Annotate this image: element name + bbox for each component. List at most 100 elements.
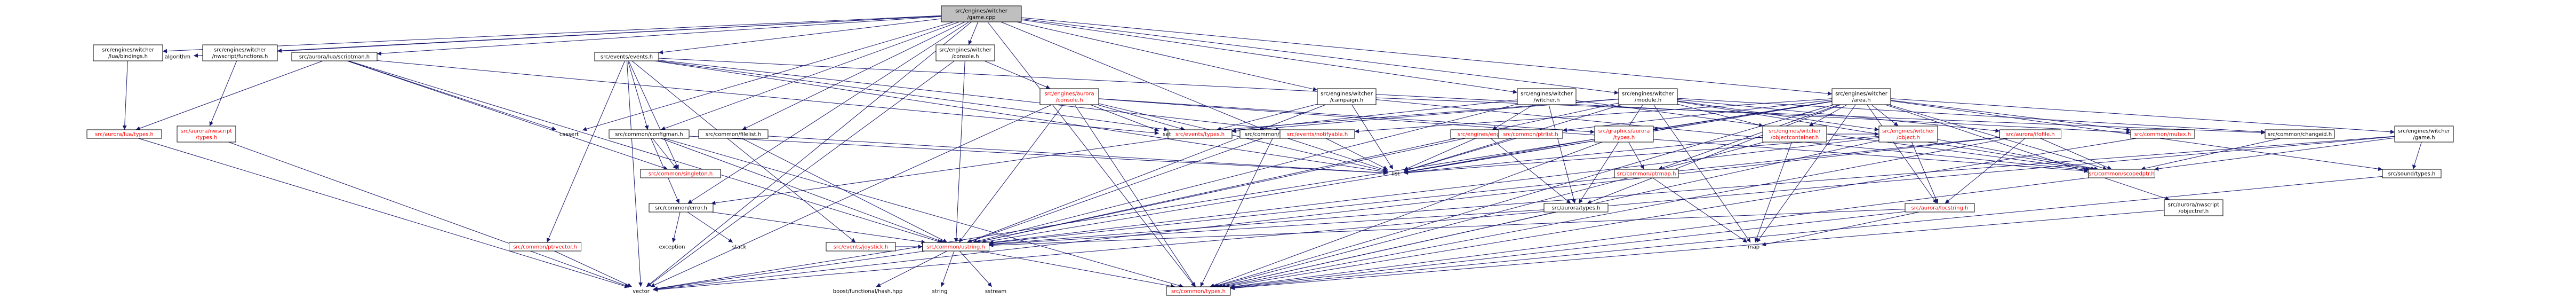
node-nwscript_functions[interactable]: src/engines/witcher/nwscript/functions.h bbox=[202, 44, 278, 61]
node-box bbox=[1543, 203, 1609, 213]
node-label: /campaign.h bbox=[1330, 98, 1363, 104]
node-nwscript_types[interactable]: src/aurora/nwscript/types.h bbox=[177, 125, 236, 143]
edge-game_cpp-to-area bbox=[1021, 17, 1833, 96]
edge-objectcontainer-to-list bbox=[1403, 137, 1763, 175]
node-locstring[interactable]: src/aurora/locstring.h bbox=[1905, 203, 1975, 213]
node-error[interactable]: src/common/error.h bbox=[649, 203, 714, 213]
node-box bbox=[86, 129, 162, 139]
edge-events-to-notifyable bbox=[658, 60, 1281, 132]
node-label: src/engines/aurora bbox=[1044, 91, 1094, 97]
edge-sound_types-to-common_types bbox=[1230, 176, 2383, 290]
edge-game_cpp-to-lua_bindings bbox=[162, 15, 942, 53]
node-box bbox=[1167, 129, 1233, 139]
edge-game_cpp-to-filepath bbox=[1001, 21, 1265, 130]
node-label: /area.h bbox=[1852, 98, 1870, 104]
edge-game_cpp-to-module bbox=[1021, 18, 1619, 95]
edge-objectref-to-common_types bbox=[1230, 210, 2165, 291]
node-ifofile[interactable]: src/aurora/ifofile.h bbox=[1999, 129, 2061, 139]
node-label: src/common/types.h bbox=[1171, 289, 1226, 295]
node-notifyable[interactable]: src/events/notifyable.h bbox=[1279, 129, 1355, 139]
edge-scriptman-to-lua_types bbox=[135, 60, 323, 130]
node-label: /module.h bbox=[1635, 98, 1661, 104]
node-objectref[interactable]: src/aurora/nwscript/objectref.h bbox=[2164, 199, 2223, 216]
edge-ustring-to-string bbox=[940, 250, 955, 287]
node-label: map bbox=[1748, 245, 1759, 250]
edge-filepath-to-list bbox=[1287, 138, 1388, 172]
node-box bbox=[1762, 125, 1827, 143]
edge-campaign-to-events_types bbox=[1217, 104, 1318, 131]
node-lua_bindings[interactable]: src/engines/witcher/lua/bindings.h bbox=[93, 44, 163, 61]
node-ustring[interactable]: src/common/ustring.h bbox=[922, 242, 989, 252]
edge-error-to-stack bbox=[687, 211, 733, 243]
node-label: src/common/singleton.h bbox=[649, 171, 713, 177]
node-module[interactable]: src/engines/witcher/module.h bbox=[1618, 88, 1678, 105]
node-label: src/common/scopedptr.h bbox=[2089, 171, 2155, 177]
node-filelist[interactable]: src/common/filelist.h bbox=[698, 129, 769, 139]
node-label: src/engines/witcher bbox=[955, 9, 1008, 14]
edge-module-to-map bbox=[1653, 104, 1751, 243]
edge-events-to-list bbox=[654, 60, 1388, 174]
node-cassert: cassert bbox=[559, 132, 579, 138]
edge-lua_bindings-to-lua_types bbox=[122, 60, 128, 130]
edge-filepath-to-common_types bbox=[1200, 138, 1273, 287]
node-ptrlist[interactable]: src/common/ptrlist.h bbox=[1498, 129, 1563, 139]
node-label: src/aurora/nwscript bbox=[181, 129, 233, 135]
node-witcher_h[interactable]: src/engines/witcher/witcher.h bbox=[1517, 88, 1577, 105]
node-box bbox=[935, 44, 995, 61]
node-label: src/engines/witcher bbox=[102, 48, 155, 53]
edge-module-to-changeid bbox=[1677, 98, 2266, 134]
edge-scopedptr-to-common_types bbox=[1230, 177, 2089, 289]
edge-game_cpp-to-console bbox=[968, 21, 979, 45]
node-game_cpp[interactable]: src/engines/witcher/game.cpp bbox=[941, 5, 1022, 22]
node-campaign[interactable]: src/engines/witcher/campaign.h bbox=[1317, 88, 1377, 105]
node-label: src/common/changeid.h bbox=[2268, 132, 2332, 138]
node-ptrvector[interactable]: src/common/ptrvector.h bbox=[509, 242, 581, 252]
node-singleton[interactable]: src/common/singleton.h bbox=[640, 169, 721, 178]
node-ptrmap[interactable]: src/common/ptrmap.h bbox=[1614, 169, 1679, 178]
node-string: string bbox=[932, 289, 948, 295]
node-events[interactable]: src/events/events.h bbox=[594, 52, 659, 61]
edge-game_h-to-vector bbox=[653, 136, 2395, 292]
node-object[interactable]: src/engines/witcher/object.h bbox=[1878, 125, 1938, 143]
edge-engine-to-ustring bbox=[975, 138, 1466, 244]
edge-ustring-to-vector bbox=[653, 250, 926, 291]
edge-events-to-vector bbox=[626, 60, 643, 287]
node-changeid[interactable]: src/common/changeid.h bbox=[2265, 129, 2335, 139]
node-common_types[interactable]: src/common/types.h bbox=[1166, 286, 1231, 296]
node-label: src/common/filepath.h bbox=[1245, 132, 1305, 138]
node-mutex[interactable]: src/common/mutex.h bbox=[2130, 129, 2195, 139]
node-label: src/common/ptrmap.h bbox=[1617, 171, 1676, 177]
node-label: /game.h bbox=[2413, 135, 2435, 141]
edge-configman-to-common_types bbox=[663, 138, 1184, 288]
node-scriptman[interactable]: src/aurora/lua/scriptman.h bbox=[291, 52, 378, 61]
node-graphics_types[interactable]: src/graphics/aurora/types.h bbox=[1594, 125, 1654, 143]
edge-objectcontainer-to-map bbox=[1754, 142, 1792, 243]
node-console[interactable]: src/engines/witcher/console.h bbox=[935, 44, 995, 61]
edge-object-to-scopedptr bbox=[1937, 139, 2099, 171]
node-joystick[interactable]: src/events/joystick.h bbox=[826, 242, 896, 252]
edge-game_cpp-to-scriptman bbox=[377, 16, 942, 56]
node-aurora_types[interactable]: src/aurora/types.h bbox=[1543, 203, 1609, 213]
node-game_h[interactable]: src/engines/witcher/game.h bbox=[2394, 125, 2454, 143]
node-aurora_console[interactable]: src/engines/aurora/console.h bbox=[1039, 88, 1099, 105]
node-scopedptr[interactable]: src/common/scopedptr.h bbox=[2088, 169, 2155, 178]
node-box bbox=[2088, 169, 2155, 178]
node-area[interactable]: src/engines/witcher/area.h bbox=[1831, 88, 1891, 105]
node-label: /game.cpp bbox=[967, 15, 995, 21]
node-events_types[interactable]: src/events/types.h bbox=[1167, 129, 1233, 139]
node-sound_types[interactable]: src/sound/types.h bbox=[2382, 169, 2442, 178]
node-lua_types[interactable]: src/aurora/lua/types.h bbox=[86, 129, 162, 139]
edge-game_cpp-to-nwscript_functions bbox=[277, 15, 942, 53]
node-configman[interactable]: src/common/configman.h bbox=[609, 129, 690, 139]
node-label: src/engines/witcher bbox=[2398, 129, 2451, 135]
edge-scriptman-to-cassert bbox=[347, 60, 556, 131]
edge-area-to-game_h bbox=[1890, 98, 2395, 134]
edge-witcher_h-to-ustring bbox=[972, 104, 1518, 244]
node-set: set bbox=[1163, 132, 1171, 138]
node-box bbox=[202, 44, 278, 61]
edge-game_cpp-to-filelist bbox=[742, 21, 965, 130]
edge-engine-to-aurora_types bbox=[1490, 138, 1571, 204]
node-box bbox=[1317, 88, 1377, 105]
edge-module-to-object bbox=[1677, 100, 1879, 131]
node-objectcontainer[interactable]: src/engines/witcher/objectcontainer.h bbox=[1762, 125, 1827, 143]
